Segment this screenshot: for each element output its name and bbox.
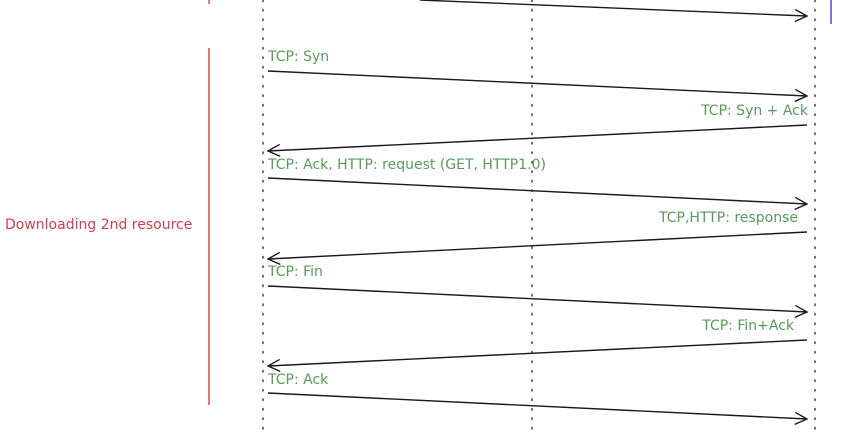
arrow-http-response — [268, 231, 808, 259]
message-label-http-response: TCP,HTTP: response — [659, 210, 798, 226]
arrow-tcp-syn-ack — [268, 124, 808, 151]
section-label: Downloading 2nd resource — [5, 217, 193, 233]
arrow-tcp-syn — [267, 70, 807, 96]
arrow-tcp-fin-ack — [268, 339, 808, 366]
message-label-tcp-fin-ack: TCP: Fin+Ack — [702, 318, 794, 334]
arrow-http-request — [267, 177, 807, 204]
message-label-tcp-syn-ack: TCP: Syn + Ack — [701, 103, 808, 119]
message-label-tcp-syn: TCP: Syn — [268, 49, 330, 65]
message-label-tcp-ack: TCP: Ack — [268, 372, 329, 388]
arrow-tcp-fin — [267, 285, 807, 312]
arrow-tcp-ack — [267, 392, 807, 419]
message-label-tcp-fin: TCP: Fin — [268, 264, 323, 280]
message-label-http-request: TCP: Ack, HTTP: request (GET, HTTP1.0) — [268, 157, 546, 173]
arrow-previous — [419, 0, 807, 16]
